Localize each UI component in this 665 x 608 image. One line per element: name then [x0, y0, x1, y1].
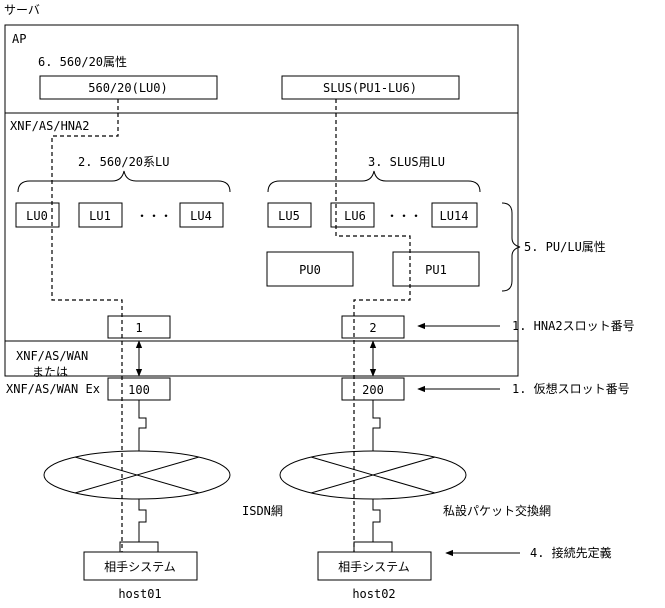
network-isdn	[43, 450, 231, 500]
group-left-brace	[17, 170, 231, 193]
wan-label-line3: XNF/AS/WAN Ex	[6, 382, 100, 396]
lu-box-lu4	[179, 202, 224, 228]
wan-slot-label-100: 100	[128, 383, 150, 397]
network-private-cross-2	[310, 456, 436, 494]
pu-label-pu1: PU1	[425, 263, 447, 277]
pu-box-pu1	[392, 251, 480, 287]
wan-link-right	[372, 400, 381, 458]
remote-port-left	[119, 541, 159, 553]
annotation-pu-lu-attr: 5. PU/LU属性	[524, 240, 606, 254]
host-label-left: host01	[118, 587, 161, 601]
ap-box-slus-label: SLUS(PU1-LU6)	[323, 81, 417, 95]
annotation-dest-def: 4. 接続先定義	[530, 545, 612, 560]
ap-section: AP 6. 560/20属性 560/20(LU0) SLUS(PU1-LU6)	[12, 32, 460, 100]
ap-box-560-20	[39, 75, 218, 100]
lu-label-lu0: LU0	[26, 209, 48, 223]
remote-system-right: 相手システム host02	[317, 541, 432, 601]
lu-box-lu14	[431, 202, 478, 228]
lu-label-lu1: LU1	[89, 209, 111, 223]
lu-label-lu6: LU6	[344, 209, 366, 223]
wan-label-line2: または	[32, 365, 68, 379]
hna2-slot-label-2: 2	[369, 321, 376, 335]
server-label: サーバ	[4, 3, 40, 17]
lu-box-lu5	[267, 202, 312, 228]
ap-attr-title: 6. 560/20属性	[38, 55, 127, 69]
ap-label: AP	[12, 32, 26, 46]
remote-system-label-left: 相手システム	[104, 560, 176, 574]
wan-slot-label-200: 200	[362, 383, 384, 397]
remote-system-box-left	[83, 551, 198, 581]
hna2-section: XNF/AS/HNA2 2. 560/20系LU 3. SLUS用LU LU0 …	[10, 119, 481, 339]
hna2-label: XNF/AS/HNA2	[10, 119, 89, 133]
host-label-right: host02	[352, 587, 395, 601]
lu-label-lu4: LU4	[190, 209, 212, 223]
remote-system-label-right: 相手システム	[338, 560, 410, 574]
network-private-packet	[279, 450, 467, 500]
remote-system-left: 相手システム host01	[83, 541, 198, 601]
wan-link-left	[138, 400, 147, 458]
remote-system-box-right	[317, 551, 432, 581]
lu-ellipsis-left: ・・・	[136, 209, 172, 223]
hna2-slot-box-1	[107, 315, 171, 339]
network-isdn-cross-2	[74, 456, 200, 494]
wan-label-line1: XNF/AS/WAN	[16, 349, 88, 363]
ap-box-slus	[281, 75, 460, 100]
network-label-private: 私設パケット交換網	[443, 503, 551, 518]
lu-box-lu1	[78, 202, 123, 228]
lu-label-lu5: LU5	[278, 209, 300, 223]
hna2-slot-label-1: 1	[135, 321, 142, 335]
lu-ellipsis-right: ・・・	[386, 209, 422, 223]
remote-port-right	[353, 541, 393, 553]
network-label-isdn: ISDN網	[242, 504, 283, 518]
session-path-560-20	[51, 99, 123, 552]
annotation-virtual-slot: 1. 仮想スロット番号	[512, 381, 630, 396]
lu-box-lu6	[330, 202, 375, 228]
hna2-slot-box-2	[341, 315, 405, 339]
remote-link-left	[138, 499, 147, 542]
group-right-brace	[267, 170, 481, 193]
group-right-title: 3. SLUS用LU	[368, 155, 445, 169]
group-left-title: 2. 560/20系LU	[78, 155, 169, 169]
annotation-hna2-slot: 1. HNA2スロット番号	[512, 319, 635, 333]
wan-section: XNF/AS/WAN または XNF/AS/WAN Ex 100 200	[6, 349, 405, 401]
pu-label-pu0: PU0	[299, 263, 321, 277]
remote-link-right	[372, 499, 381, 542]
lu-label-lu14: LU14	[440, 209, 469, 223]
session-path-slus	[335, 99, 411, 552]
pu-box-pu0	[266, 251, 354, 287]
pu-lu-attr-brace	[501, 202, 521, 292]
ap-box-560-20-label: 560/20(LU0)	[88, 81, 167, 95]
